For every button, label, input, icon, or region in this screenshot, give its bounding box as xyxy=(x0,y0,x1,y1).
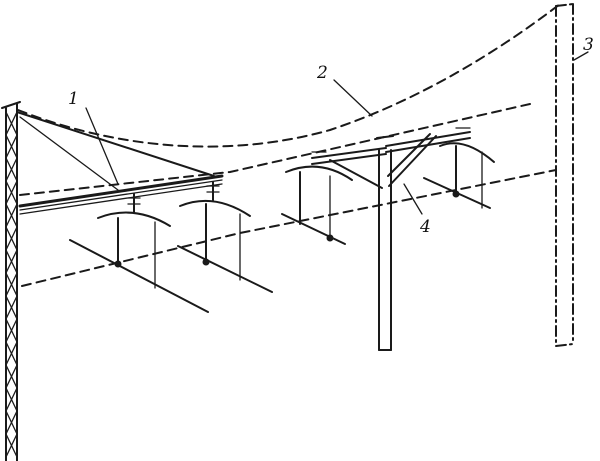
right-pole xyxy=(555,3,574,347)
center-brackets xyxy=(311,127,471,189)
callout-labels: 1 2 3 4 xyxy=(68,35,594,237)
catenary-assembly-left-1 xyxy=(69,211,209,313)
callout-1: 1 xyxy=(68,89,79,109)
left-crossarm xyxy=(16,111,224,215)
callout-3: 3 xyxy=(583,35,594,55)
catenary-assembly-left-2 xyxy=(177,199,273,293)
dashed-wires xyxy=(17,3,561,287)
center-pole xyxy=(376,135,394,351)
callout-leaders xyxy=(85,51,589,215)
lattice-tower xyxy=(1,101,21,461)
callout-2: 2 xyxy=(316,63,328,83)
left-insulators xyxy=(127,181,220,213)
catenary-assembly-center-1 xyxy=(281,165,353,245)
catenary-assembly-center-2 xyxy=(423,142,495,209)
callout-4: 4 xyxy=(419,217,431,237)
